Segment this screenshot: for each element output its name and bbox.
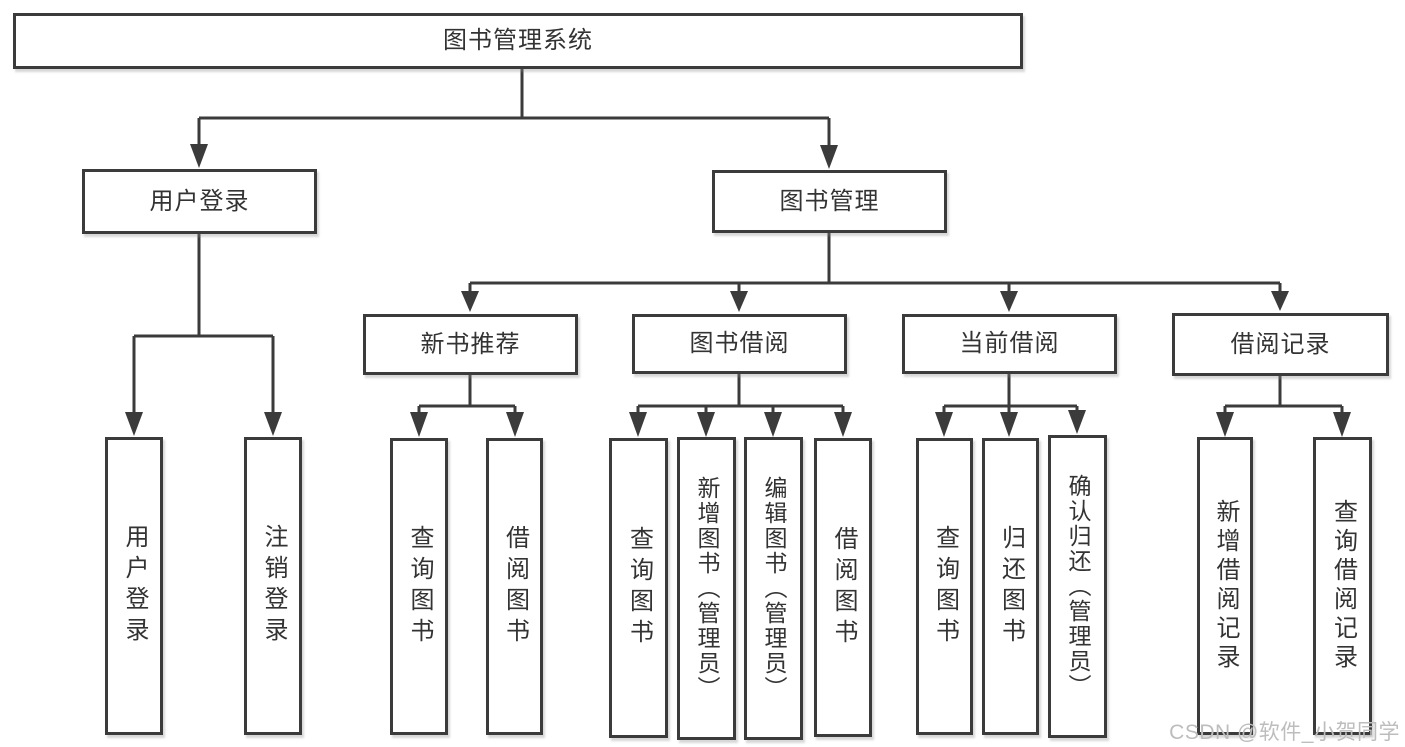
arrow-down-icon: [410, 412, 428, 437]
arrow-down-icon: [1333, 412, 1351, 437]
node-leaf-query-books-borrow: 查询图书: [609, 438, 668, 738]
arrow-down-icon: [935, 412, 953, 437]
node-leaf-logout: 注销登录: [244, 437, 302, 735]
arrow-down-icon: [730, 291, 748, 312]
connector-user-login: [132, 234, 275, 414]
csdn-watermark: CSDN @软件_小贺同学: [1169, 721, 1400, 744]
node-leaf-confirm-return-admin: 确认归还（管理员）: [1048, 435, 1107, 738]
node-leaf-edit-books-admin: 编辑图书（管理员）: [744, 437, 803, 740]
connector-new-book: [417, 375, 517, 413]
arrow-down-icon: [1216, 412, 1234, 437]
arrow-down-icon: [264, 412, 282, 436]
arrow-down-icon: [834, 412, 852, 437]
node-book-management: 图书管理: [712, 170, 947, 233]
arrow-down-icon: [125, 412, 143, 436]
node-new-book-recommend: 新书推荐: [363, 314, 578, 375]
node-leaf-query-books-recommend: 查询图书: [390, 438, 448, 735]
arrow-down-icon: [1000, 291, 1018, 312]
node-leaf-add-borrow-record: 新增借阅记录: [1197, 437, 1253, 735]
arrow-down-icon: [629, 412, 647, 437]
arrow-down-icon: [1271, 291, 1289, 311]
node-leaf-query-books-current: 查询图书: [916, 438, 973, 735]
arrow-down-icon: [1000, 412, 1018, 437]
node-user-login: 用户登录: [82, 169, 317, 234]
connector-book-borrow: [636, 374, 845, 413]
arrow-down-icon: [190, 144, 208, 168]
node-book-borrowing: 图书借阅: [632, 314, 847, 374]
arrow-down-icon: [461, 291, 479, 312]
node-leaf-query-borrow-record: 查询借阅记录: [1313, 437, 1372, 735]
node-current-borrowing: 当前借阅: [902, 314, 1117, 374]
node-leaf-user-login: 用户登录: [105, 437, 163, 735]
node-borrow-records: 借阅记录: [1172, 313, 1389, 376]
arrow-down-icon: [1068, 410, 1086, 434]
connector-borrow-records: [1223, 376, 1344, 413]
node-leaf-return-books: 归还图书: [982, 438, 1039, 735]
node-leaf-borrow-books-recommend: 借阅图书: [486, 438, 543, 735]
arrow-down-icon: [697, 412, 715, 437]
arrowheads: [125, 144, 1351, 437]
connector-root-stem: [197, 68, 831, 146]
connector-book-mgmt: [468, 233, 1282, 293]
node-leaf-borrow-books: 借阅图书: [814, 438, 872, 737]
arrow-down-icon: [820, 145, 838, 169]
node-leaf-add-books-admin: 新增图书（管理员）: [677, 437, 736, 740]
arrow-down-icon: [764, 412, 782, 437]
arrow-down-icon: [506, 412, 524, 437]
node-library-system: 图书管理系统: [13, 13, 1023, 69]
connector-current-borrow: [942, 374, 1079, 413]
